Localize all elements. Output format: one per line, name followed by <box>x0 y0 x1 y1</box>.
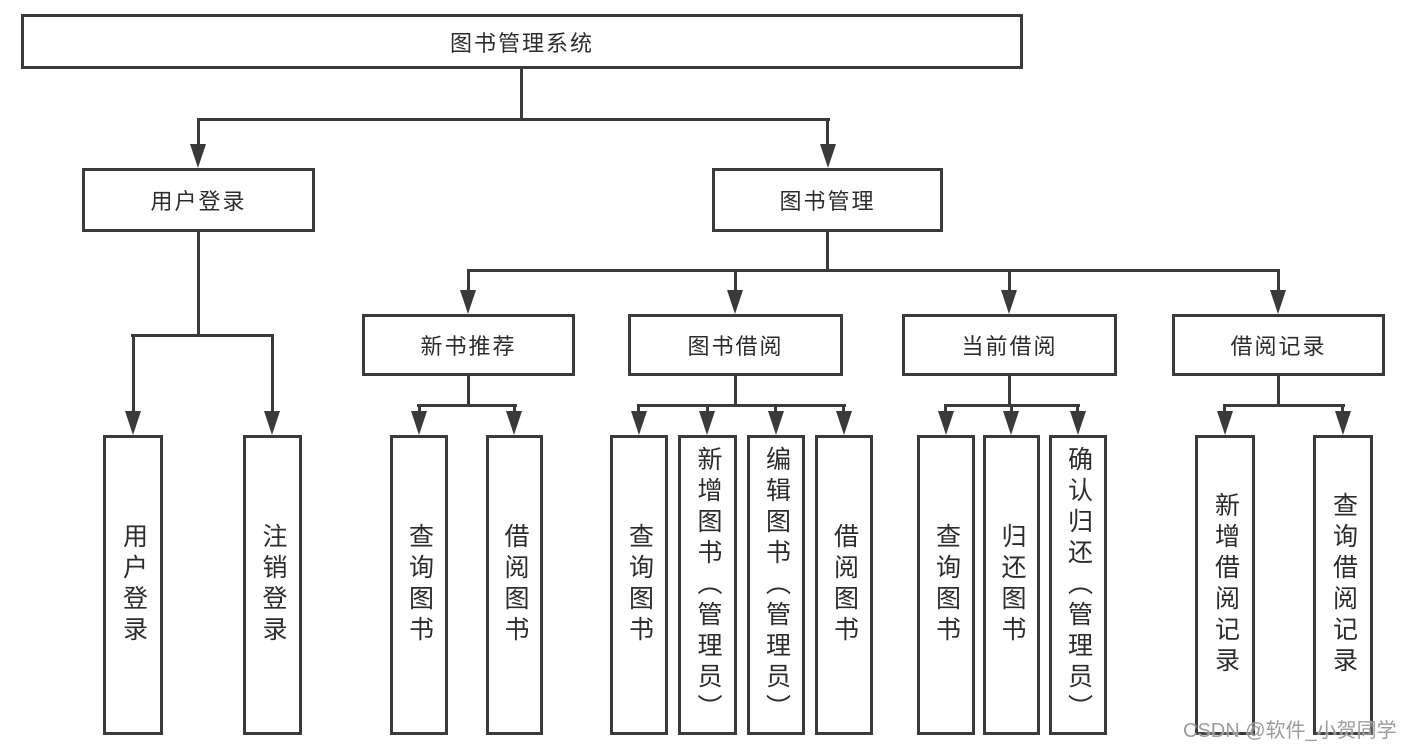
leaf-logout: 注销登录 <box>243 435 302 735</box>
connector-line <box>706 404 709 414</box>
node-label: 新增图书（管理员） <box>694 445 722 725</box>
connector-line <box>944 404 947 414</box>
connector-line <box>417 404 517 407</box>
connector-line <box>197 118 200 147</box>
connector-line <box>271 334 274 414</box>
connector-line <box>1008 376 1011 407</box>
node-label: 借阅图书 <box>501 523 529 647</box>
leaf-confirm-return-admin: 确认归还（管理员） <box>1049 435 1107 735</box>
node-label: 图书管理 <box>779 189 876 214</box>
node-label: 注销登录 <box>259 523 287 647</box>
connector-line <box>1277 376 1280 407</box>
connector-line <box>1223 404 1345 407</box>
arrow-down-icon <box>938 411 954 435</box>
connector-line <box>826 232 829 272</box>
node-book-management: 图书管理 <box>712 168 943 232</box>
connector-line <box>1223 404 1226 414</box>
leaf-borrow-books-recommend: 借阅图书 <box>486 435 543 735</box>
node-label: 用户登录 <box>119 523 148 647</box>
connector-line <box>826 118 829 147</box>
connector-line <box>197 118 830 121</box>
leaf-borrow-books: 借阅图书 <box>815 435 873 735</box>
node-label: 查询借阅记录 <box>1329 492 1358 678</box>
leaf-add-borrow-record: 新增借阅记录 <box>1195 435 1255 735</box>
arrow-down-icon <box>190 144 206 168</box>
node-label: 用户登录 <box>150 189 247 214</box>
leaf-add-books-admin: 新增图书（管理员） <box>678 435 737 735</box>
connector-line <box>131 334 274 337</box>
node-label: 图书借阅 <box>687 334 784 359</box>
leaf-query-books-borrow: 查询图书 <box>610 435 668 735</box>
connector-line <box>467 376 470 407</box>
arrow-down-icon <box>1003 411 1019 435</box>
arrow-down-icon <box>411 411 427 435</box>
connector-line <box>637 404 640 414</box>
connector-line <box>1341 404 1344 414</box>
connector-line <box>1010 404 1013 414</box>
node-new-book-recommendation: 新书推荐 <box>362 314 575 376</box>
connector-line <box>774 404 777 414</box>
arrow-down-icon <box>727 290 743 314</box>
arrow-down-icon <box>631 411 647 435</box>
node-label: 图书管理系统 <box>449 30 594 56</box>
connector-line <box>520 69 523 119</box>
node-root-library-management-system: 图书管理系统 <box>21 14 1023 69</box>
arrow-down-icon <box>1335 411 1351 435</box>
node-label: 确认归还（管理员） <box>1064 445 1093 725</box>
connector-line <box>734 269 737 293</box>
arrow-down-icon <box>264 411 280 435</box>
connector-line <box>467 269 470 293</box>
arrow-down-icon <box>820 144 836 168</box>
arrow-down-icon <box>1217 411 1233 435</box>
node-label: 当前借阅 <box>961 334 1058 359</box>
node-borrowing-records: 借阅记录 <box>1172 314 1385 376</box>
arrow-down-icon <box>1070 411 1086 435</box>
node-label: 查询图书 <box>405 523 434 647</box>
node-book-borrowing: 图书借阅 <box>628 314 843 376</box>
leaf-edit-books-admin: 编辑图书（管理员） <box>747 435 805 735</box>
node-label: 查询图书 <box>625 523 654 647</box>
connector-line <box>842 404 845 414</box>
connector-line <box>132 334 135 414</box>
connector-line <box>418 404 421 414</box>
arrow-down-icon <box>506 411 522 435</box>
node-label: 编辑图书（管理员） <box>762 445 791 725</box>
node-user-login: 用户登录 <box>82 168 315 232</box>
arrow-down-icon <box>1001 290 1017 314</box>
node-current-borrowing: 当前借阅 <box>902 314 1117 376</box>
leaf-query-books-recommend: 查询图书 <box>390 435 448 735</box>
node-label: 新书推荐 <box>420 334 517 359</box>
arrow-down-icon <box>836 411 852 435</box>
arrow-down-icon <box>125 411 141 435</box>
arrow-down-icon <box>1270 290 1286 314</box>
leaf-user-login: 用户登录 <box>103 435 163 735</box>
arrow-down-icon <box>768 411 784 435</box>
connector-line <box>1008 269 1011 293</box>
connector-line <box>734 376 737 407</box>
connector-line <box>197 232 200 336</box>
leaf-query-books-current: 查询图书 <box>917 435 975 735</box>
node-label: 归还图书 <box>998 523 1026 647</box>
connector-line <box>513 404 516 414</box>
connector-line <box>637 404 846 407</box>
arrow-down-icon <box>460 290 476 314</box>
connector-line <box>1277 269 1280 293</box>
node-label: 借阅记录 <box>1230 334 1327 359</box>
leaf-return-books: 归还图书 <box>983 435 1040 735</box>
connector-line <box>1076 404 1079 414</box>
node-label: 新增借阅记录 <box>1211 492 1240 678</box>
node-label: 查询图书 <box>932 523 961 647</box>
connector-line <box>467 269 1280 272</box>
arrow-down-icon <box>699 411 715 435</box>
node-label: 借阅图书 <box>830 523 859 647</box>
leaf-query-borrow-record: 查询借阅记录 <box>1313 435 1373 735</box>
csdn-watermark: CSDN @软件_小贺同学 <box>1183 720 1397 742</box>
